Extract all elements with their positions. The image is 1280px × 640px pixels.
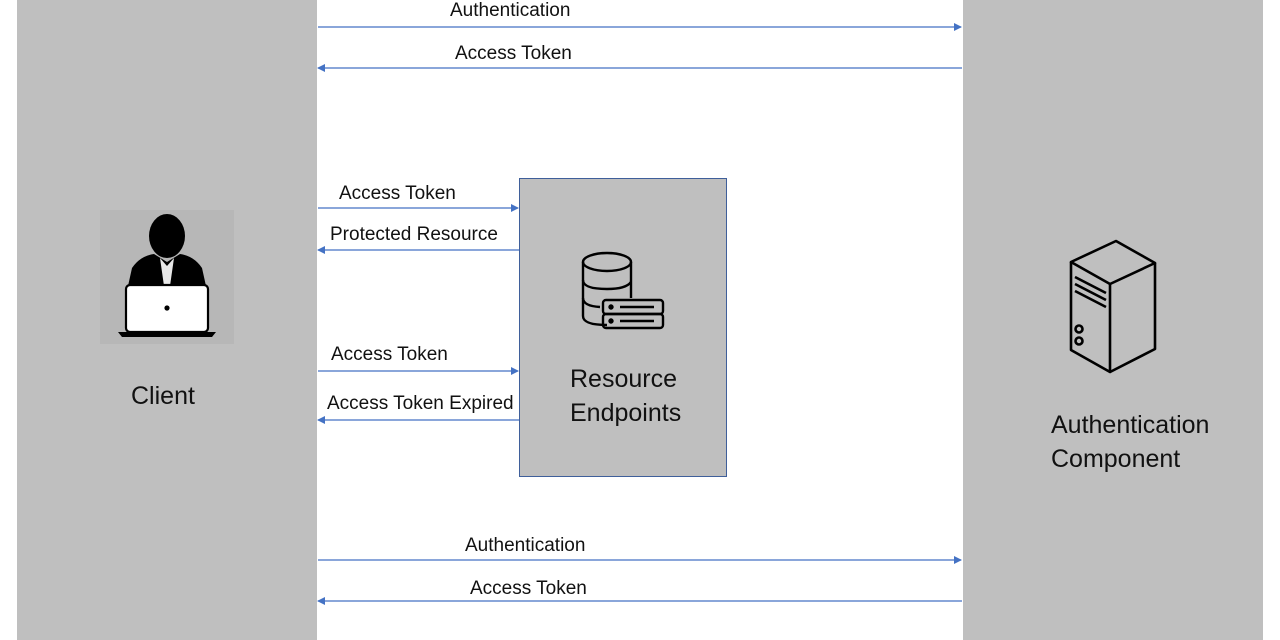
resource-endpoints-box [519, 178, 727, 477]
user-at-laptop-icon [100, 210, 234, 344]
label-token-reply-2: Access Token [470, 578, 587, 599]
resource-label-line2: Endpoints [570, 399, 682, 427]
server-tower-icon [1069, 239, 1157, 374]
label-token-reply-1: Access Token [455, 43, 572, 64]
database-stack-icon [581, 251, 665, 330]
label-token-send-1: Access Token [339, 183, 456, 204]
client-label: Client [131, 382, 195, 410]
authentication-component-lane [963, 0, 1263, 640]
label-auth-request-2: Authentication [465, 535, 586, 556]
label-auth-request-1: Authentication [450, 0, 571, 21]
label-token-send-2: Access Token [331, 344, 448, 365]
auth-label-line2: Component [1051, 445, 1181, 473]
resource-label-line1: Resource [570, 365, 677, 393]
auth-label-line1: Authentication [1051, 411, 1210, 439]
label-expired-reply: Access Token Expired [327, 393, 514, 414]
label-resource-reply: Protected Resource [330, 224, 498, 245]
